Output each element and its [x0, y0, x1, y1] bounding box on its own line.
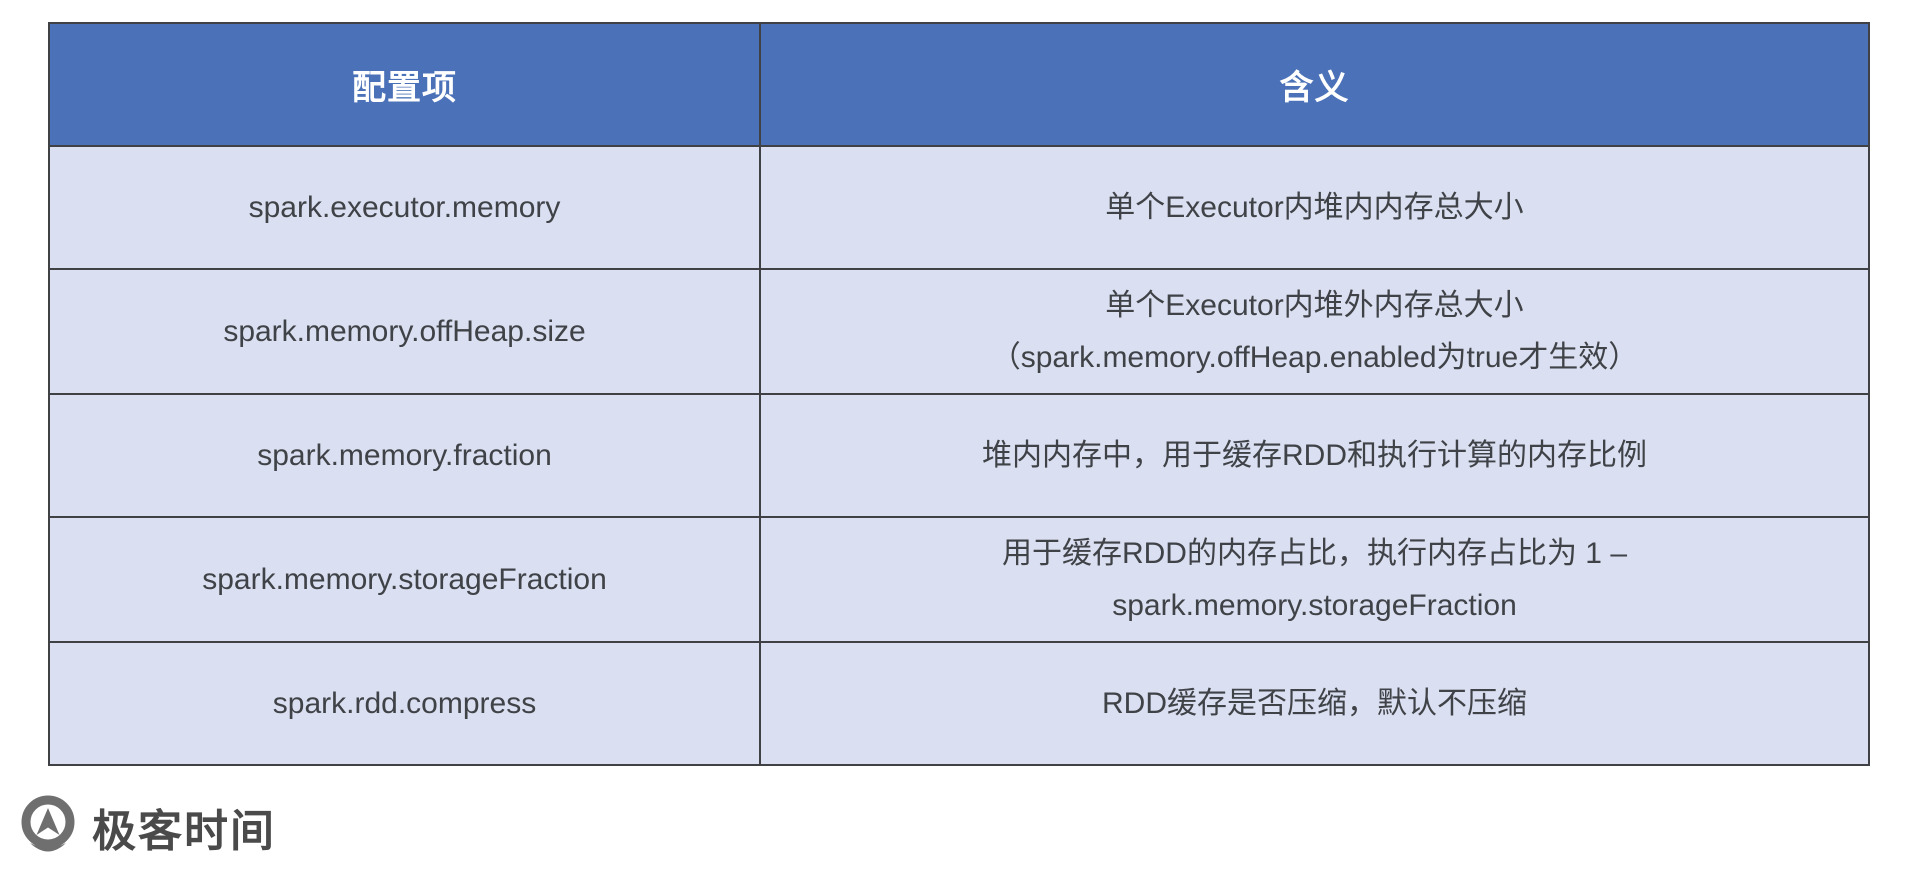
brand-footer: 极客时间: [16, 794, 276, 860]
config-key-cell: spark.rdd.compress: [48, 641, 761, 767]
table-row: spark.memory.storageFraction 用于缓存RDD的内存占…: [48, 516, 1870, 644]
config-key-cell: spark.executor.memory: [48, 145, 761, 270]
table-row: spark.executor.memory 单个Executor内堆内内存总大小: [48, 145, 1870, 270]
table-row: spark.memory.fraction 堆内内存中，用于缓存RDD和执行计算…: [48, 393, 1870, 519]
config-meaning-cell: 单个Executor内堆内内存总大小: [759, 145, 1870, 270]
config-key-cell: spark.memory.storageFraction: [48, 516, 761, 644]
column-header-meaning: 含义: [759, 22, 1870, 147]
geektime-logo-icon: [16, 794, 80, 860]
config-meaning-cell: RDD缓存是否压缩，默认不压缩: [759, 641, 1870, 767]
table-row: spark.rdd.compress RDD缓存是否压缩，默认不压缩: [48, 641, 1870, 767]
config-meaning-cell: 堆内内存中，用于缓存RDD和执行计算的内存比例: [759, 393, 1870, 519]
config-meaning-cell: 单个Executor内堆外内存总大小 （spark.memory.offHeap…: [759, 267, 1870, 396]
config-key-cell: spark.memory.fraction: [48, 393, 761, 519]
brand-name: 极客时间: [92, 807, 276, 856]
column-header-config: 配置项: [48, 22, 761, 147]
table-header-row: 配置项 含义: [48, 22, 1870, 147]
table-row: spark.memory.offHeap.size 单个Executor内堆外内…: [48, 267, 1870, 396]
config-key-cell: spark.memory.offHeap.size: [48, 267, 761, 396]
config-meaning-cell: 用于缓存RDD的内存占比，执行内存占比为 1 – spark.memory.st…: [759, 516, 1870, 644]
spark-config-table: 配置项 含义 spark.executor.memory 单个Executor内…: [48, 22, 1870, 767]
